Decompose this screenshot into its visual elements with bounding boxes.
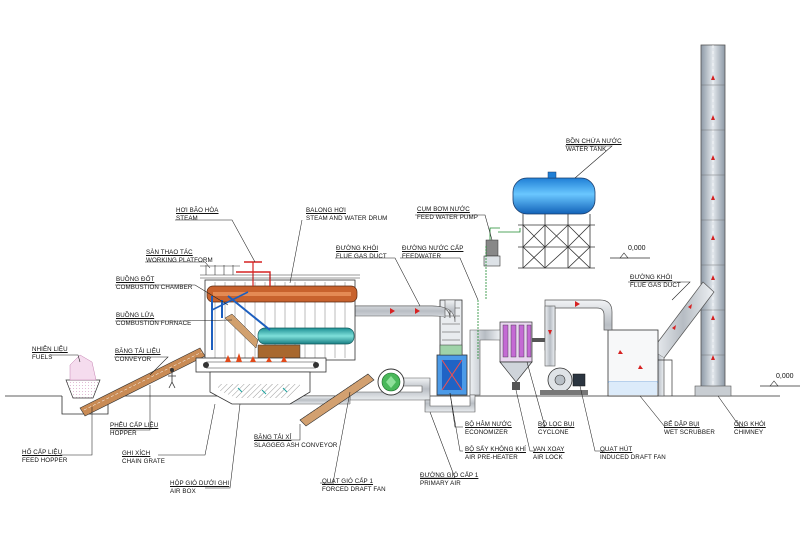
slag-conveyor [299,373,375,427]
working-platform [200,265,360,279]
boiler [204,261,358,361]
operator-figure [168,368,176,389]
forced-draft-fan [377,368,405,396]
feed-water-pump [477,227,521,360]
water-tank [512,171,596,269]
level-marker-mid: 0,000 [628,245,646,252]
chimney [694,44,732,397]
induced-draft-fan [540,367,588,395]
leader-lines [50,145,745,489]
flue-duct [354,299,456,323]
level-marker-right: 0,000 [776,373,794,380]
economizer-tower [436,299,468,396]
level-markers [619,252,779,387]
induced-duct [544,299,613,367]
cyclone [499,321,545,390]
air-box [209,371,311,405]
feed-hopper [65,354,101,399]
duct-to-cyclone [469,329,501,396]
